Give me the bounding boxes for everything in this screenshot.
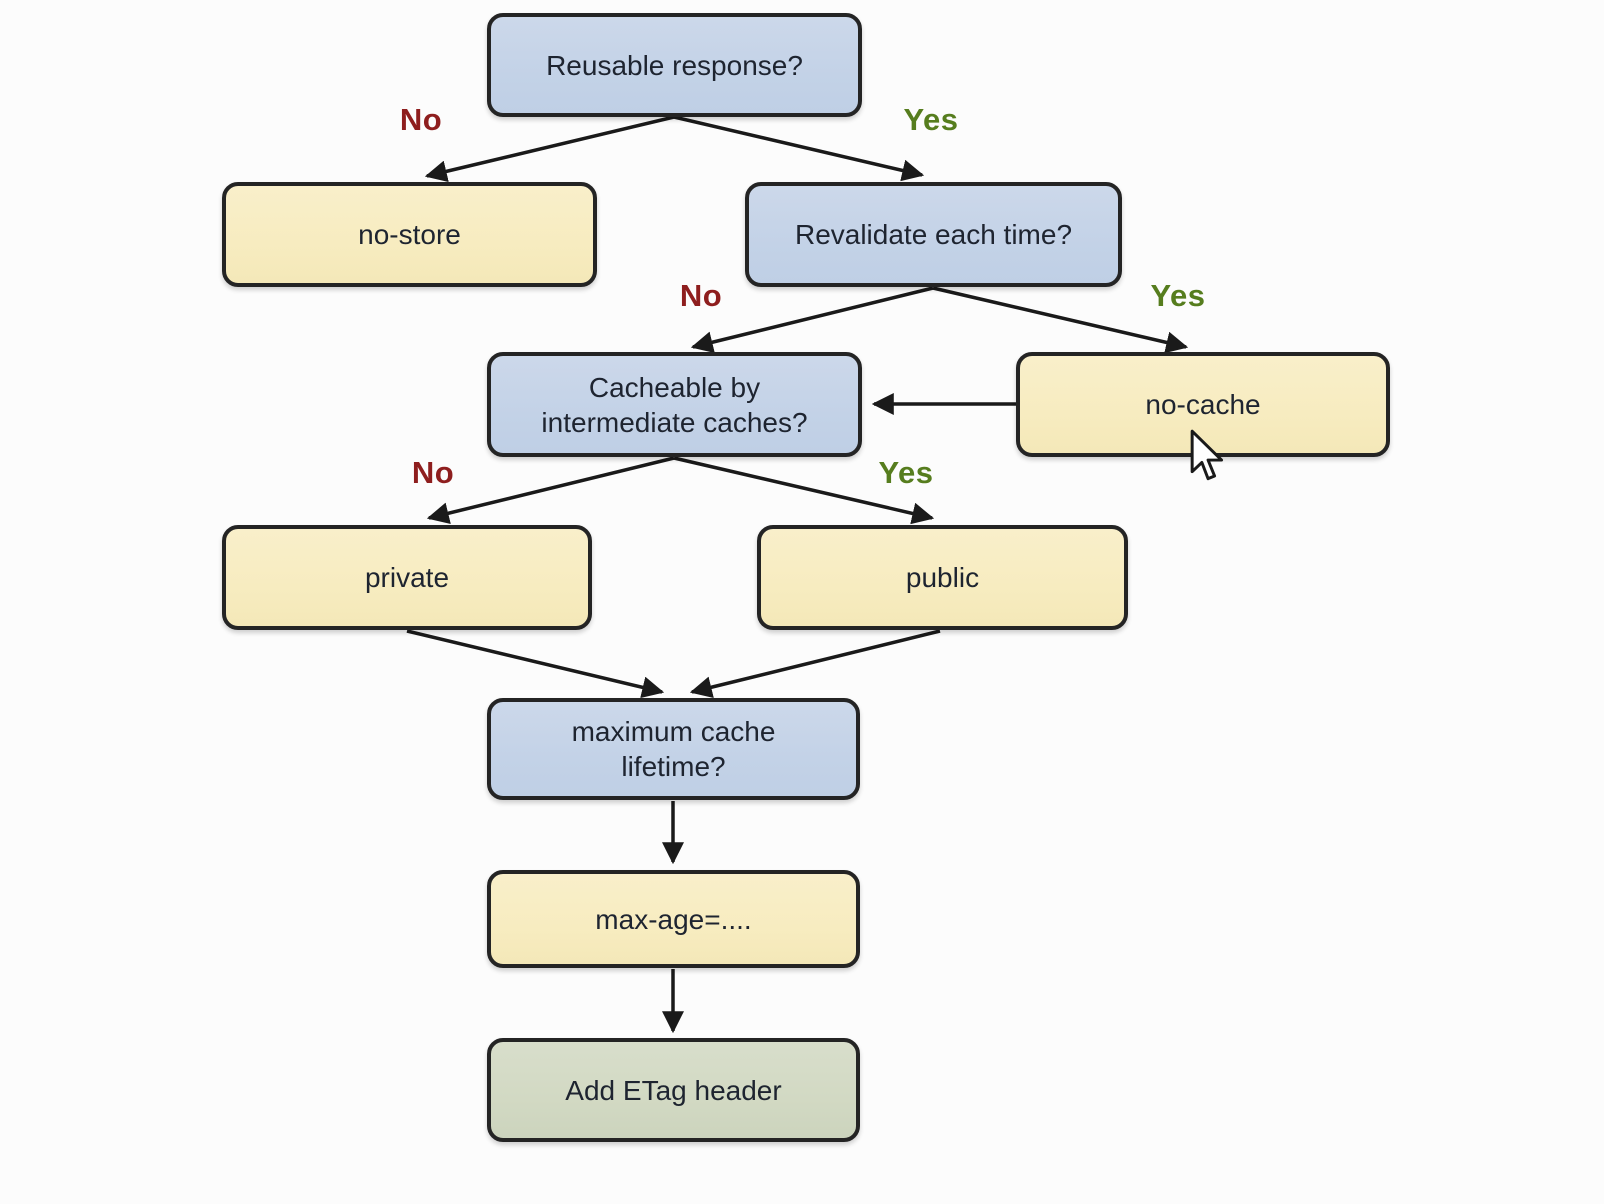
mouse-cursor-icon — [1190, 429, 1224, 481]
node-private: private — [222, 525, 592, 630]
edge-label-yes-cacheable: Yes — [878, 455, 934, 490]
node-reusable-response: Reusable response? — [487, 13, 862, 117]
edge-label-no-reusable: No — [399, 102, 443, 137]
node-no-cache: no-cache — [1016, 352, 1390, 457]
node-max-age: max-age=.... — [487, 870, 860, 968]
node-add-etag-header: Add ETag header — [487, 1038, 860, 1142]
edge-label-yes-revalidate: Yes — [1150, 278, 1206, 313]
node-maximum-cache-lifetime: maximum cache lifetime? — [487, 698, 860, 800]
edge-label-no-cacheable: No — [411, 455, 455, 490]
node-public: public — [757, 525, 1128, 630]
node-revalidate-each-time: Revalidate each time? — [745, 182, 1122, 287]
edge-label-no-revalidate: No — [679, 278, 723, 313]
node-no-store: no-store — [222, 182, 597, 287]
node-cacheable-by-intermediate-caches: Cacheable by intermediate caches? — [487, 352, 862, 457]
edge-label-yes-reusable: Yes — [903, 102, 959, 137]
